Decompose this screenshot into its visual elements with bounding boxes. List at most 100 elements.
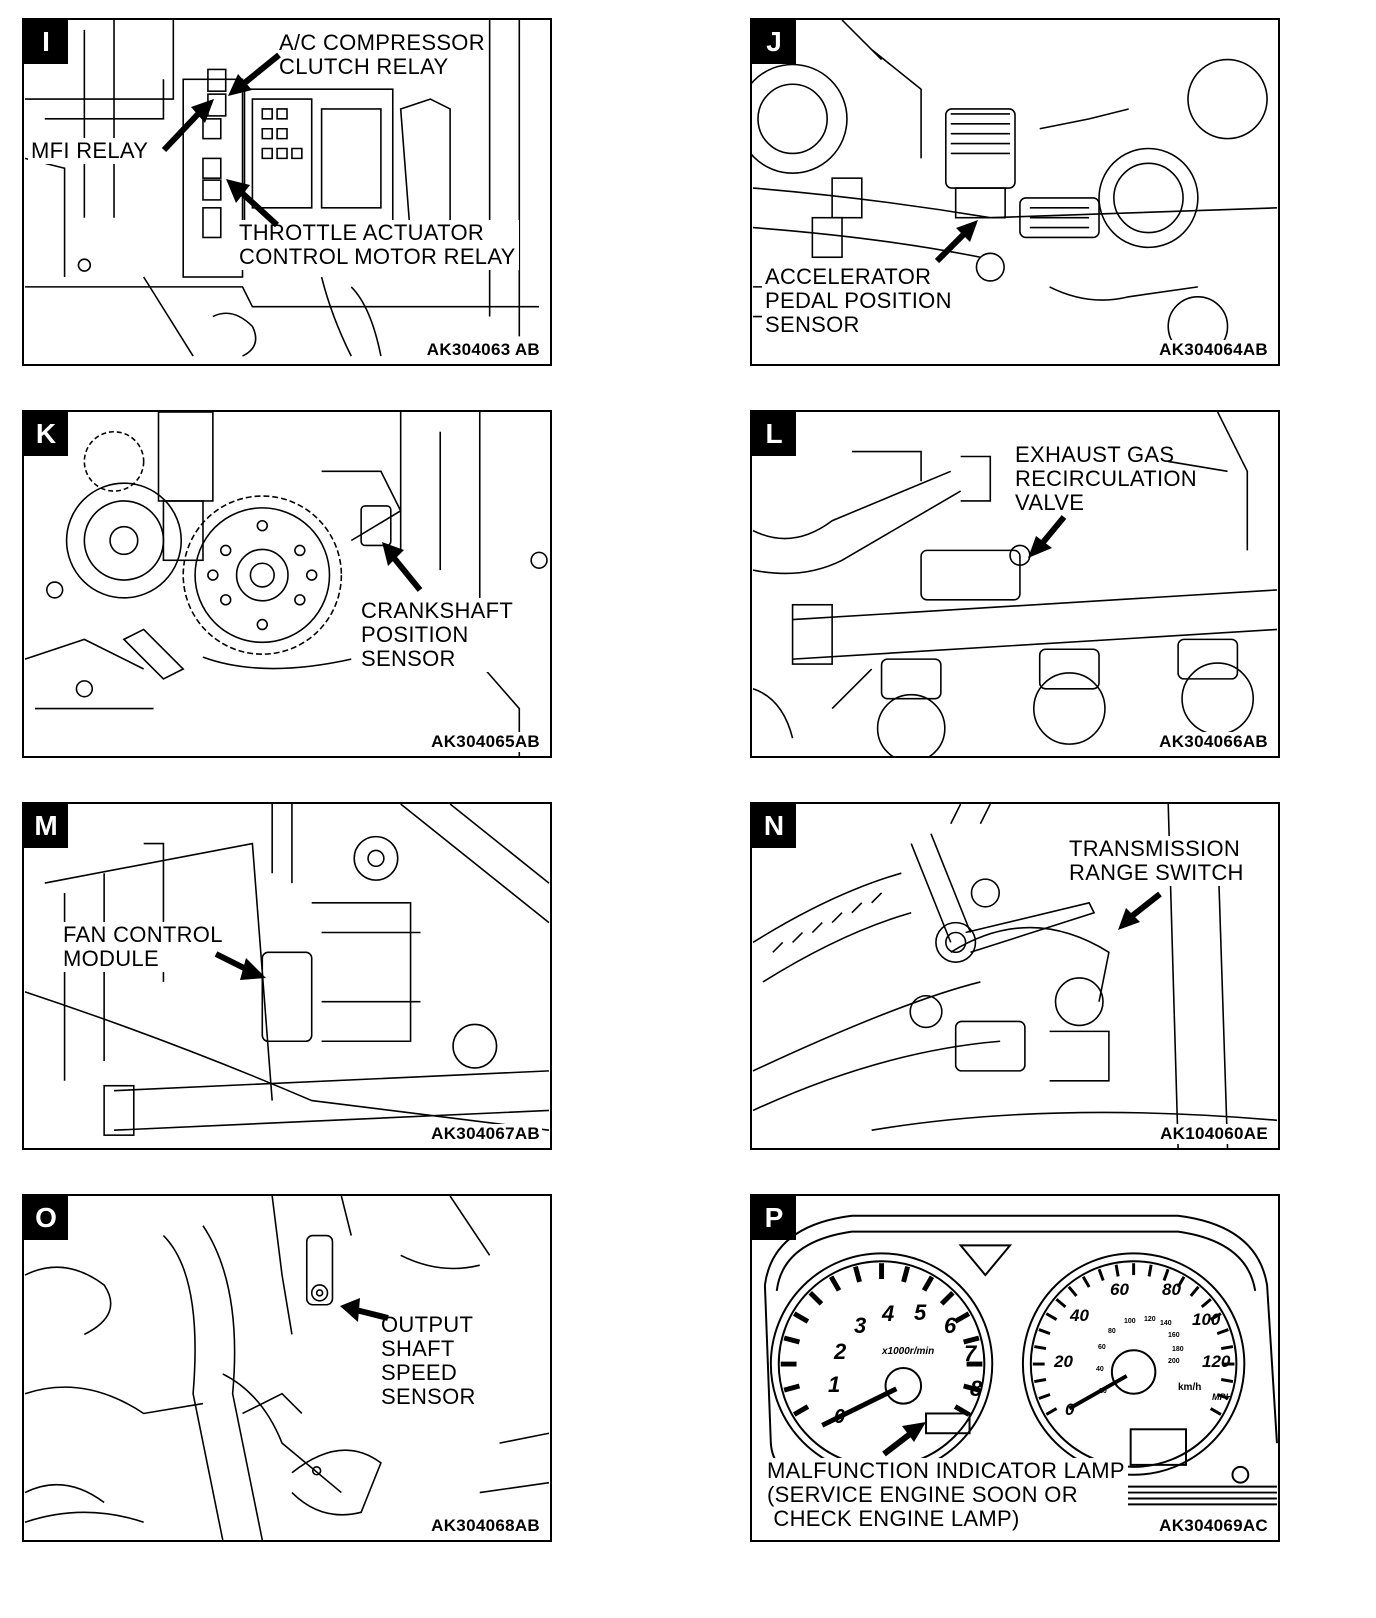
gauge-tick bbox=[1209, 1407, 1222, 1416]
arrow-icon bbox=[1118, 891, 1162, 930]
gauge-tick bbox=[953, 1311, 971, 1324]
panel-letter: P bbox=[752, 1196, 796, 1240]
gauge-tick bbox=[783, 1335, 801, 1345]
label-line: RECIRCULATION bbox=[1015, 466, 1197, 491]
label-line: EXHAUST GAS bbox=[1015, 442, 1175, 467]
figure-code: AK304067AB bbox=[429, 1124, 542, 1144]
gauge-tick bbox=[783, 1383, 801, 1393]
gauge-tick bbox=[1189, 1285, 1200, 1297]
callout-malfunction-indicator-lamp: MALFUNCTION INDICATOR LAMP (SERVICE ENGI… bbox=[764, 1458, 1128, 1532]
speed-kmh-number: 40 bbox=[1070, 1306, 1089, 1325]
speed-mph-number: 120 bbox=[1144, 1316, 1156, 1323]
figure-code: AK304066AB bbox=[1157, 732, 1270, 752]
label-line: PEDAL POSITION bbox=[765, 288, 952, 313]
panel-j: J ACCELERATOR PEDAL POSITION SENSOR AK30… bbox=[750, 18, 1280, 366]
output-shaft-speed-sensor-illustration bbox=[24, 1196, 550, 1540]
panel-letter: O bbox=[24, 1196, 68, 1240]
tach-number: 7 bbox=[964, 1341, 977, 1366]
arrow-icon bbox=[228, 52, 281, 96]
label-line: SENSOR bbox=[361, 646, 456, 671]
panel-o: O OUTPUT SHAFT SPEED SENSOR AK304068AB bbox=[22, 1194, 552, 1542]
gauge-tick bbox=[1209, 1312, 1222, 1321]
arrow-icon bbox=[340, 1298, 389, 1322]
tach-number: 5 bbox=[914, 1300, 927, 1325]
gauge-tick bbox=[1220, 1378, 1234, 1384]
label-line: (SERVICE ENGINE SOON OR bbox=[767, 1482, 1078, 1507]
callout-crankshaft-position-sensor: CRANKSHAFT POSITION SENSOR bbox=[358, 598, 517, 672]
speed-kmh-number: 0 bbox=[1065, 1400, 1075, 1419]
label-line: A/C COMPRESSOR bbox=[279, 30, 485, 55]
speed-mph-number: 100 bbox=[1124, 1318, 1136, 1325]
panel-letter: J bbox=[752, 20, 796, 64]
tach-unit: x1000r/min bbox=[882, 1346, 935, 1357]
speed-mph-number: 140 bbox=[1160, 1320, 1172, 1327]
label-line: CONTROL MOTOR RELAY bbox=[239, 244, 516, 269]
label-line: ACCELERATOR bbox=[765, 264, 932, 289]
gauge-tick bbox=[963, 1383, 980, 1393]
speed-mph-number: 40 bbox=[1096, 1366, 1104, 1373]
label-line: OUTPUT bbox=[381, 1312, 474, 1337]
label-line: FAN CONTROL bbox=[63, 922, 223, 947]
speed-unit-kmh: km/h bbox=[1178, 1382, 1202, 1393]
crankshaft-sensor-illustration bbox=[24, 412, 548, 756]
tach-number: 3 bbox=[854, 1313, 867, 1338]
label-line: THROTTLE ACTUATOR bbox=[239, 220, 485, 245]
gauge-tick bbox=[1055, 1298, 1067, 1308]
speed-mph-number: 60 bbox=[1098, 1344, 1106, 1351]
gauge-tick bbox=[808, 1291, 824, 1306]
speed-mph-number: 200 bbox=[1168, 1358, 1180, 1365]
callout-mfi-relay: MFI RELAY bbox=[28, 138, 152, 164]
panel-m: M FAN CONTROL MODULE AK304067AB bbox=[22, 802, 552, 1150]
label-line: RANGE SWITCH bbox=[1069, 860, 1244, 885]
arrow-icon bbox=[226, 179, 280, 228]
gauge-tick bbox=[792, 1404, 810, 1417]
gauge-tick bbox=[1045, 1312, 1058, 1321]
tach-number: 2 bbox=[834, 1339, 847, 1364]
arrow-icon bbox=[1028, 515, 1067, 558]
speed-kmh-number: 60 bbox=[1110, 1280, 1129, 1299]
gauge-tick bbox=[828, 1275, 842, 1292]
speed-kmh-number: 20 bbox=[1054, 1352, 1073, 1371]
callout-exhaust-gas-recirculation-valve: EXHAUST GAS RECIRCULATION VALVE bbox=[1012, 442, 1200, 516]
label-line: CHECK ENGINE LAMP) bbox=[767, 1506, 1020, 1531]
label-line: SENSOR bbox=[381, 1384, 476, 1409]
gauge-tick bbox=[792, 1311, 810, 1324]
label-line: SPEED bbox=[381, 1360, 458, 1385]
egr-valve-illustration bbox=[752, 412, 1278, 756]
gauge-tick bbox=[1034, 1345, 1047, 1351]
callout-ac-compressor-clutch-relay: A/C COMPRESSOR CLUTCH RELAY bbox=[276, 30, 488, 80]
figure-code: AK304068AB bbox=[429, 1516, 542, 1536]
label-line: SENSOR bbox=[765, 312, 860, 337]
speed-kmh-number: 100 bbox=[1192, 1310, 1221, 1329]
gauge-tick bbox=[1034, 1378, 1047, 1384]
gauge-tick bbox=[1147, 1264, 1153, 1277]
panel-letter: I bbox=[24, 20, 68, 64]
gauge-tick bbox=[939, 1291, 955, 1306]
callout-throttle-actuator-control-motor-relay: THROTTLE ACTUATOR CONTROL MOTOR RELAY bbox=[236, 220, 519, 270]
label-line: CLUTCH RELAY bbox=[279, 54, 449, 79]
gauge-tick bbox=[1200, 1298, 1212, 1308]
gauge-tick bbox=[1045, 1407, 1058, 1416]
gauge-tick bbox=[1114, 1264, 1120, 1277]
label-line: POSITION bbox=[361, 622, 469, 647]
arrow-icon bbox=[214, 951, 266, 980]
fan-control-module-illustration bbox=[24, 804, 550, 1136]
arrow-icon bbox=[882, 1422, 926, 1457]
panel-p: 0 1 2 3 4 5 6 7 8 x1000r/min 0 20 40 60 … bbox=[750, 1194, 1280, 1542]
label-line: SHAFT bbox=[381, 1336, 455, 1361]
figure-code: AK104060AE bbox=[1158, 1124, 1270, 1144]
figure-code: AK304065AB bbox=[429, 732, 542, 752]
speed-unit-mph: MPH bbox=[1212, 1392, 1232, 1402]
transmission-range-switch-illustration bbox=[752, 804, 1278, 1148]
tach-number: 4 bbox=[882, 1301, 895, 1326]
panel-i: I A/C COMPRESSOR CLUTCH RELAY MFI RELAY … bbox=[22, 18, 552, 366]
tach-number: 0 bbox=[834, 1406, 846, 1428]
gauge-tick bbox=[1081, 1275, 1091, 1288]
gauge-tick bbox=[901, 1266, 911, 1283]
speed-mph-number: 180 bbox=[1172, 1346, 1184, 1353]
panel-letter: M bbox=[24, 804, 68, 848]
figure-code: AK304064AB bbox=[1157, 340, 1270, 360]
gauge-tick bbox=[1097, 1268, 1105, 1281]
label-line: VALVE bbox=[1015, 490, 1085, 515]
panel-l: L EXHAUST GAS RECIRCULATION VALVE AK3040… bbox=[750, 410, 1280, 758]
